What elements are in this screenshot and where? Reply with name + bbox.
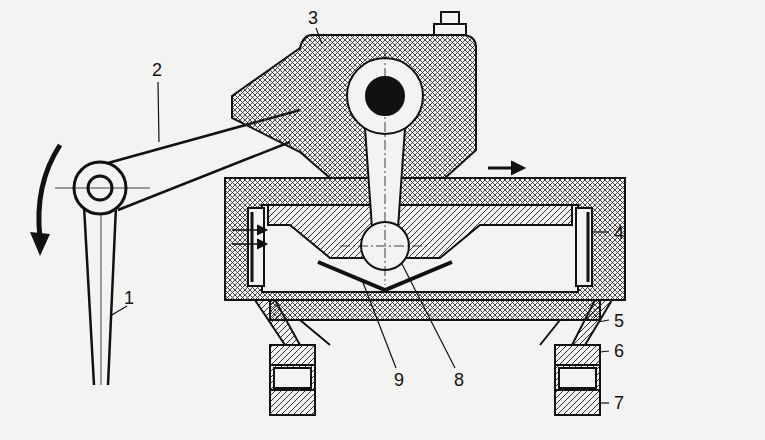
rubber-pad <box>274 368 311 388</box>
arrow-head <box>30 232 50 256</box>
callout-number: 5 <box>612 311 626 331</box>
leader-line <box>598 320 609 322</box>
lever <box>55 162 150 385</box>
callout-number: 7 <box>612 393 626 413</box>
leader-line <box>362 280 396 368</box>
center-line <box>385 50 386 285</box>
callout-number: 1 <box>122 288 136 308</box>
leader-line <box>600 351 609 352</box>
foot <box>270 345 315 415</box>
base-plate <box>270 300 600 320</box>
arrow-head <box>258 240 266 248</box>
piston <box>268 205 572 258</box>
center-line <box>55 188 150 189</box>
leader-line <box>402 264 455 368</box>
center-line <box>340 246 430 247</box>
callout-number: 9 <box>392 370 406 390</box>
foot <box>555 345 600 415</box>
callout-number: 4 <box>612 223 626 243</box>
airflow-arrow <box>232 230 258 244</box>
lever-arm <box>84 206 116 385</box>
rotation-arrow <box>30 145 60 256</box>
support-strut <box>300 320 560 345</box>
housing-body <box>225 178 625 300</box>
leader-line <box>316 28 322 44</box>
callout-number: 6 <box>612 341 626 361</box>
bolt-head <box>434 24 466 35</box>
lever-axis <box>101 215 102 385</box>
leader-line <box>600 402 609 403</box>
head-body <box>232 35 476 178</box>
foot-layer <box>270 365 600 390</box>
cavity <box>262 205 578 292</box>
callout-number: 3 <box>306 8 320 28</box>
callout-number: 2 <box>150 60 164 80</box>
arrow-head <box>258 226 266 234</box>
leader-line <box>592 231 609 232</box>
arrow-head <box>512 162 524 174</box>
leader-lines <box>110 28 609 403</box>
leader-line <box>158 82 159 142</box>
support-strut <box>255 300 300 345</box>
callout-number: 8 <box>452 370 466 390</box>
housing <box>225 178 625 345</box>
rotation-arrow <box>39 145 60 238</box>
rubber-pad <box>559 368 596 388</box>
seal <box>576 208 592 286</box>
support-strut <box>572 300 612 345</box>
feet <box>270 345 600 415</box>
direction-arrow <box>488 167 512 170</box>
head <box>232 12 524 285</box>
